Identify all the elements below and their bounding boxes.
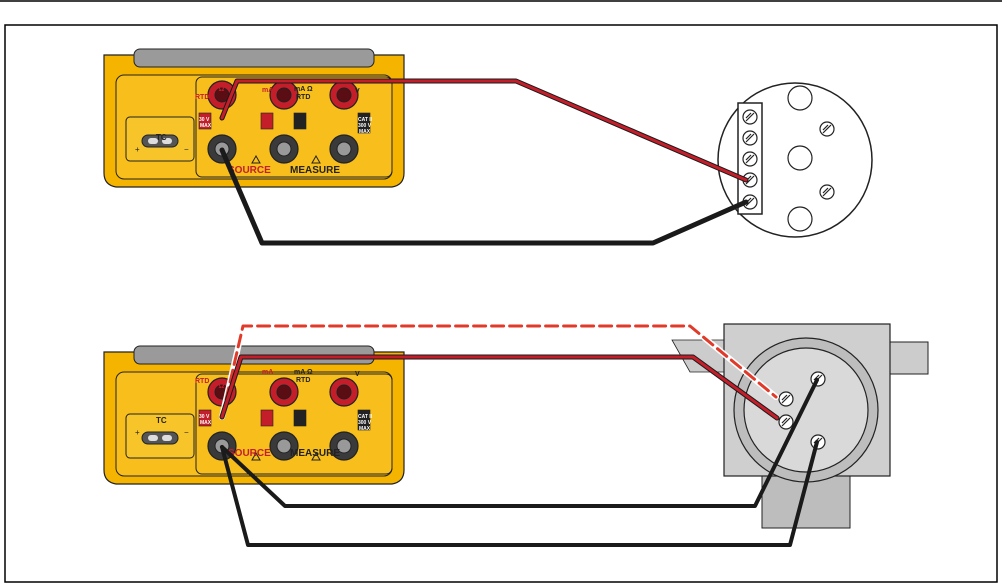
bottom-label-v-rtd-bottom: RTD — [195, 378, 209, 385]
bottom-label-source: SOURCE — [228, 448, 271, 459]
bottom-label-plus: + — [135, 428, 140, 437]
top-label-max30v-1: 30 V — [199, 117, 210, 123]
top-label-v: V — [355, 88, 360, 95]
top-label-v-rtd-top: V Ω — [212, 86, 225, 93]
top-black-wire — [219, 147, 749, 246]
top-label-cat-2: 300 V — [358, 123, 372, 129]
top-label-cat-3: MAX — [359, 129, 371, 135]
bottom-label-v-rtd-top: V Ω — [212, 383, 225, 390]
bottom-red-wire — [219, 354, 780, 421]
bottom-label-ma: mA — [262, 369, 273, 376]
bottom-label-max30v-2: MAX — [200, 420, 212, 426]
top-rtd-head — [717, 82, 873, 238]
top-label-v-rtd-bottom: RTD — [195, 94, 209, 101]
top-label-ma: mA — [262, 87, 273, 94]
bottom-black-wire-2 — [220, 440, 819, 547]
bottom-label-cat-2: 300 V — [358, 420, 372, 426]
top-label-max30v-2: MAX — [200, 123, 212, 129]
bottom-label-ma-ohm-bottom: RTD — [296, 377, 310, 384]
bottom-label-ma-ohm-top: mA Ω — [294, 369, 313, 376]
bottom-label-max30v-1: 30 V — [199, 414, 210, 420]
bottom-label-v: V — [355, 371, 360, 378]
bottom-label-tc: TC — [156, 416, 167, 425]
top-label-cat-1: CAT II — [358, 117, 373, 123]
top-label-plus: + — [135, 145, 140, 154]
top-red-wire — [219, 78, 749, 183]
top-label-tc: TC — [156, 133, 167, 142]
top-label-ma-ohm-bottom: RTD — [296, 94, 310, 101]
diagram-border — [4, 24, 998, 583]
top-label-source: SOURCE — [228, 165, 271, 176]
bottom-black-wire-1 — [220, 378, 819, 508]
bottom-label-minus: − — [184, 428, 189, 437]
bottom-label-measure: MEASURE — [290, 448, 340, 459]
top-label-measure: MEASURE — [290, 165, 340, 176]
bottom-dashed-red-wire — [219, 323, 779, 420]
bottom-transmitter-housing — [671, 323, 929, 529]
top-label-ma-ohm-top: mA Ω — [294, 86, 313, 93]
bottom-label-cat-3: MAX — [359, 426, 371, 432]
bottom-label-cat-1: CAT II — [358, 414, 373, 420]
top-label-minus: − — [184, 145, 189, 154]
